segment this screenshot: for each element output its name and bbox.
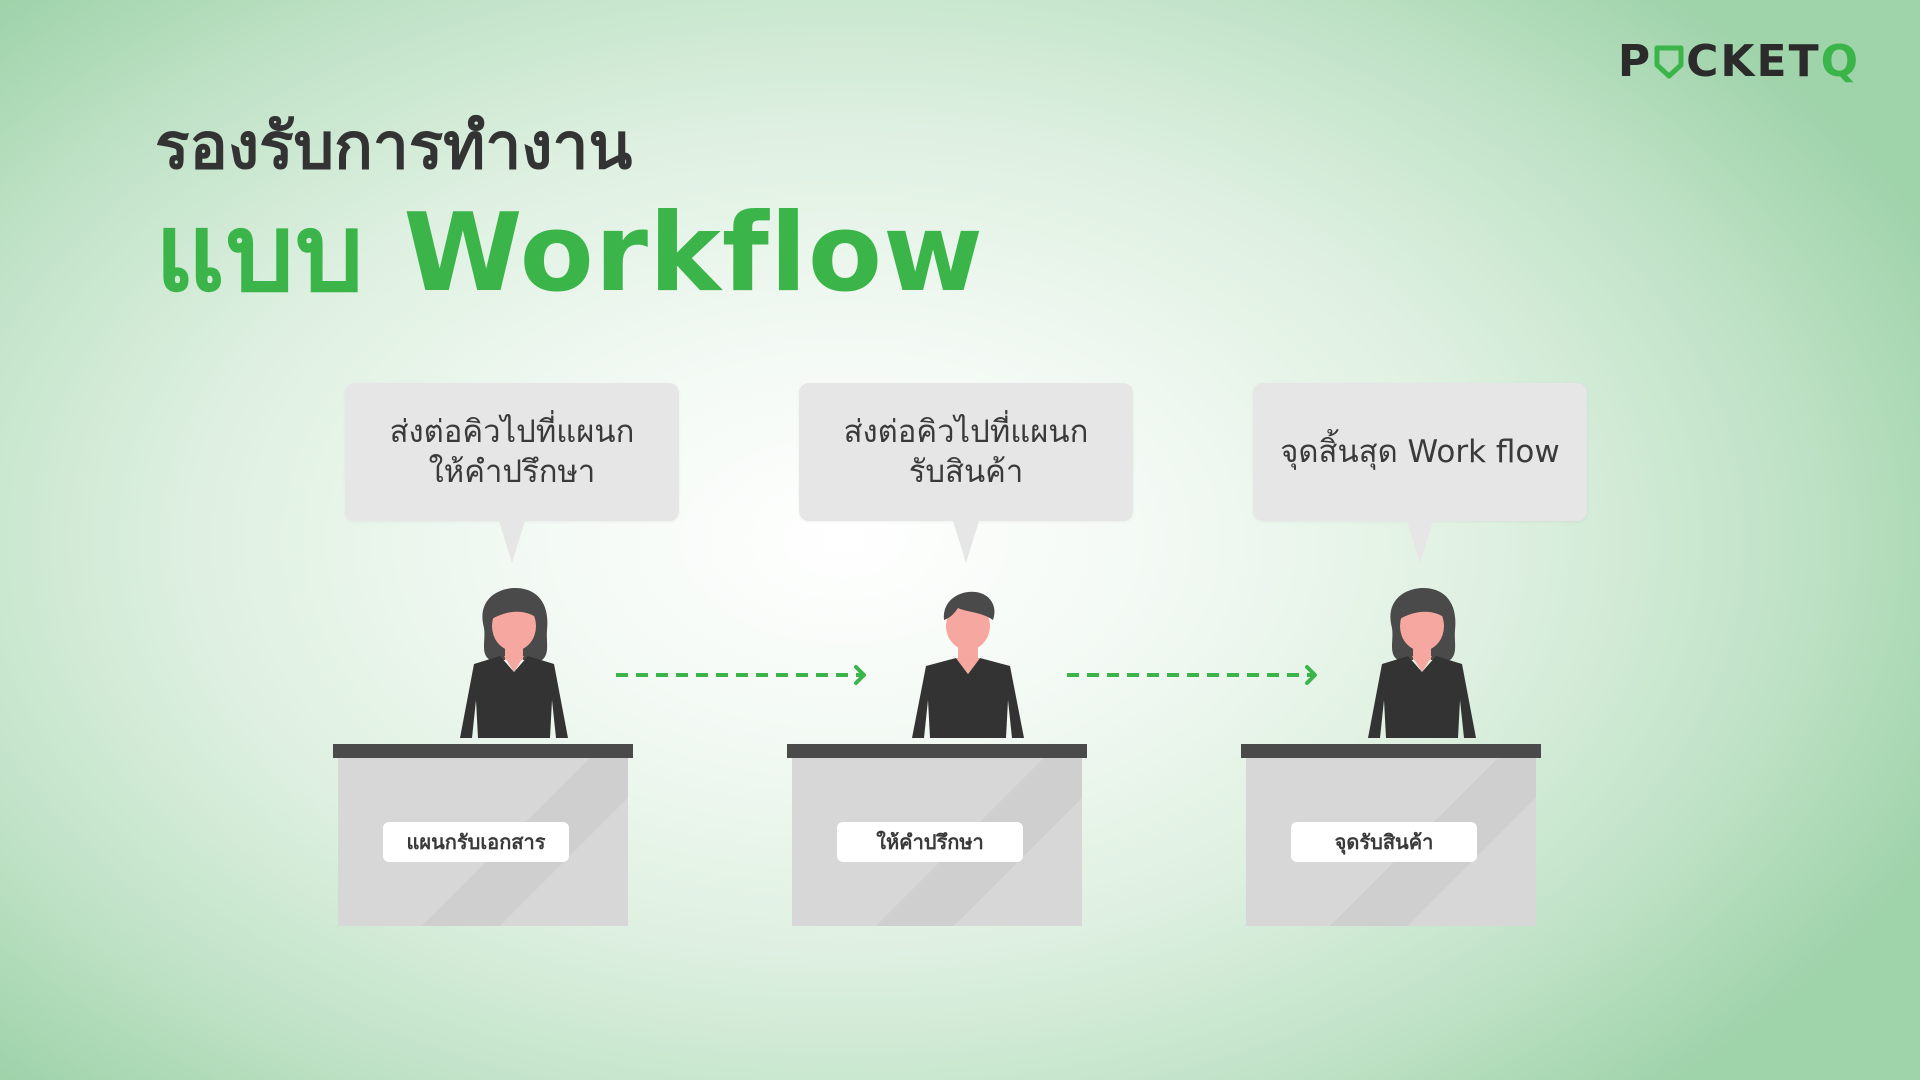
speech-bubble: ส่งต่อคิวไปที่แผนก ให้คำปรึกษา xyxy=(345,383,679,563)
woman-agent-icon xyxy=(460,588,568,738)
desk-top xyxy=(1241,744,1541,758)
heading-line-2: แบบ Workflow xyxy=(155,191,984,316)
bubble-line-2: รับสินค้า xyxy=(908,454,1024,490)
speech-bubble: ส่งต่อคิวไปที่แผนก รับสินค้า xyxy=(799,383,1133,563)
shield-icon xyxy=(1654,45,1684,78)
logo-prefix: P xyxy=(1617,36,1653,87)
desk-top xyxy=(787,744,1087,758)
man-agent-icon xyxy=(912,591,1024,738)
speech-bubble: จุดสิ้นสุด Work flow xyxy=(1253,383,1587,563)
bubble-line-1: จุดสิ้นสุด Work flow xyxy=(1280,433,1560,470)
logo-middle: CKET xyxy=(1686,36,1821,87)
dashed-arrow-right-icon xyxy=(1067,665,1317,685)
bubble-line-1: ส่งต่อคิวไปที่แผนก xyxy=(843,413,1089,450)
station-2: ส่งต่อคิวไปที่แผนก รับสินค้า ให้คำปรึกษา xyxy=(777,383,1157,943)
desk-label: ให้คำปรึกษา xyxy=(837,822,1023,862)
heading-line-1: รองรับการทำงาน xyxy=(155,110,633,184)
desk-top xyxy=(333,744,633,758)
woman-agent-icon xyxy=(1368,588,1476,738)
bubble-line-2: ให้คำปรึกษา xyxy=(428,454,596,490)
desk-label: จุดรับสินค้า xyxy=(1291,822,1477,862)
station-1: ส่งต่อคิวไปที่แผนก ให้คำปรึกษา แผนกรับเอ… xyxy=(323,383,703,943)
logo-suffix: Q xyxy=(1820,36,1860,87)
station-3: จุดสิ้นสุด Work flow จุดรับสินค้า xyxy=(1231,383,1611,943)
bubble-line-1: ส่งต่อคิวไปที่แผนก xyxy=(389,413,635,450)
pocketq-logo: P CKET Q xyxy=(1618,36,1860,87)
dashed-arrow-right-icon xyxy=(616,665,866,685)
desk-label: แผนกรับเอกสาร xyxy=(383,822,569,862)
